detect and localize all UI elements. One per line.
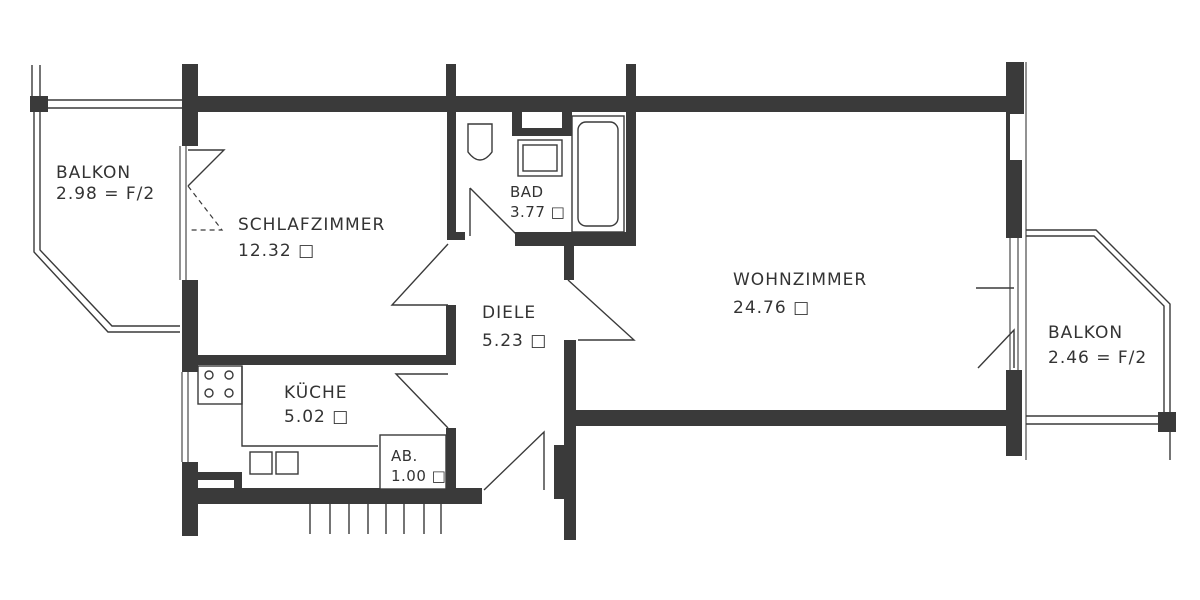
room-area: 2.46 = F/2 [1048, 348, 1147, 368]
room-name: AB. [391, 447, 418, 465]
room-label-balkon-east: BALKON 2.46 = F/2 [1048, 323, 1147, 368]
room-label-wohnzimmer: WOHNZIMMER 24.76 □ [733, 270, 867, 318]
room-label-schlafzimmer: SCHLAFZIMMER 12.32 □ [238, 215, 385, 261]
room-label-diele: DIELE 5.23 □ [482, 303, 547, 351]
toilet-icon [467, 123, 493, 161]
balcony-west-railing [30, 65, 182, 333]
room-area: 3.77 □ [510, 203, 565, 221]
kitchen-sink-icon [249, 451, 273, 475]
room-area: 12.32 □ [238, 241, 315, 261]
room-name: BALKON [56, 163, 131, 183]
room-area: 5.23 □ [482, 331, 547, 351]
walls [179, 62, 1027, 540]
room-name: KÜCHE [284, 381, 348, 403]
balcony-east-railing [1026, 229, 1176, 460]
room-area: 5.02 □ [284, 407, 349, 427]
room-name: WOHNZIMMER [733, 270, 867, 290]
doors [187, 149, 1015, 491]
room-label-balkon-west: BALKON 2.98 = F/2 [56, 163, 155, 204]
room-area: 2.98 = F/2 [56, 184, 155, 204]
room-name: SCHLAFZIMMER [238, 215, 385, 235]
storage-room [379, 434, 447, 490]
room-name: BALKON [1048, 323, 1123, 343]
fixtures [197, 115, 625, 534]
room-area: 1.00 □ [391, 467, 446, 485]
room-label-kueche: KÜCHE 5.02 □ [284, 381, 349, 427]
room-label-abstellraum: AB. 1.00 □ [391, 447, 446, 485]
room-name: DIELE [482, 303, 536, 323]
room-label-bad: BAD 3.77 □ [510, 183, 565, 221]
stove-icon [197, 365, 243, 405]
room-area: 24.76 □ [733, 298, 810, 318]
room-name: BAD [510, 183, 544, 201]
